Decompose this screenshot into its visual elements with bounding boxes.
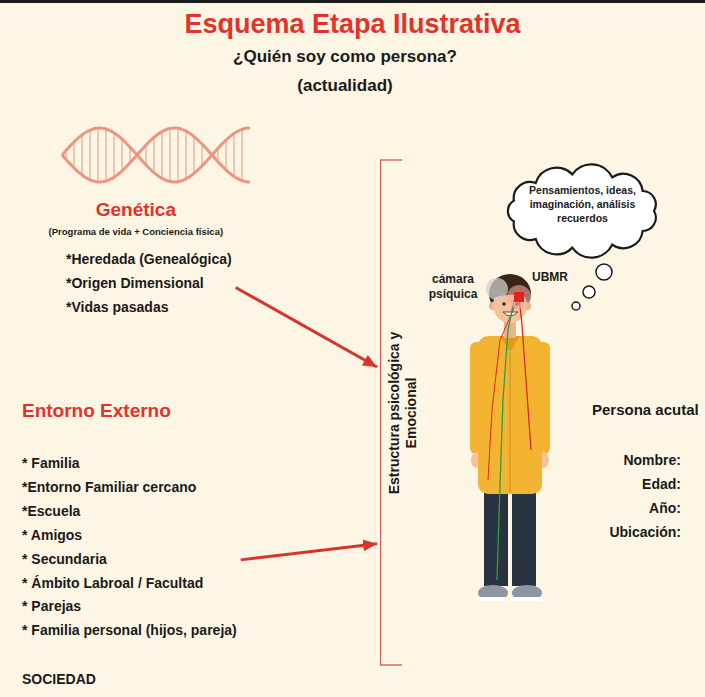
shoe	[512, 585, 542, 601]
node-text: * Parejas	[22, 595, 237, 619]
bracket-tick	[380, 664, 402, 665]
part-label: cámara psíquica	[424, 272, 482, 302]
top-rule	[0, 0, 705, 3]
dna-rung	[193, 137, 194, 174]
dna-rung	[185, 131, 186, 179]
energy-line	[488, 299, 518, 480]
ubmr-glow	[507, 285, 531, 309]
thought-cloud: Pensamientos, ideas, imaginación, anális…	[500, 163, 665, 259]
dna-rung	[177, 128, 178, 181]
cloud-shape	[500, 163, 665, 259]
field-heading: Persona acutal	[592, 401, 699, 419]
dna-rung	[73, 142, 74, 168]
cloud-outline	[508, 164, 656, 257]
eye	[502, 302, 505, 305]
field-label: Edad:	[642, 476, 681, 493]
dna-rung	[169, 128, 170, 181]
thought-bubble	[583, 286, 595, 298]
shoe	[478, 585, 508, 601]
node-text: *Heredada (Genealógica)	[40, 247, 232, 271]
node-text: * Secundaria	[22, 548, 237, 572]
dna-rung	[121, 139, 122, 171]
sole	[478, 597, 508, 601]
dna-strand	[62, 128, 250, 182]
dna-rung	[241, 129, 242, 180]
ubmr-dot	[514, 292, 524, 302]
thought-bubble	[572, 302, 580, 310]
node-text: * Familia	[22, 452, 237, 476]
jacket-seam	[509, 352, 511, 492]
structure-bracket: Estructura psicológica y Emocional	[380, 160, 424, 665]
dna-rung	[201, 144, 202, 166]
node-text: * Familia personal (hijos, pareja)	[22, 619, 237, 643]
person-figure	[470, 274, 550, 601]
page-title: Esquema Etapa Ilustrativa	[0, 9, 705, 40]
subtitle: (actualidad)	[0, 76, 690, 96]
node-text: (Programa de vida + Conciencia física)	[40, 225, 232, 238]
field-label: Nombre:	[623, 452, 681, 469]
group-label: SOCIEDAD	[22, 671, 96, 688]
energy-line	[519, 297, 531, 450]
dna-helix	[62, 128, 250, 182]
dna-rung	[97, 128, 98, 182]
sole	[512, 597, 542, 601]
node-heading: Pensamientos, ideas, imaginación, anális…	[524, 183, 641, 225]
thought-bubble	[596, 264, 612, 280]
node-text: *Entorno Familiar cercano	[22, 476, 237, 500]
dna-rung	[145, 145, 146, 165]
node-text: * Amigos	[22, 524, 237, 548]
part-label: UBMR	[532, 270, 568, 285]
leg	[484, 488, 508, 586]
collar	[500, 336, 520, 352]
dna-rung	[89, 130, 90, 180]
node-heading: Entorno Externo	[22, 398, 237, 424]
field-label: Año:	[649, 500, 681, 517]
text-group: Genética (Programa de vida + Conciencia f…	[40, 198, 232, 319]
node-text: *Origen Dimensional	[40, 271, 232, 295]
dna-rung	[105, 129, 106, 181]
node-text: * Ámbito Labroal / Facultad	[22, 572, 237, 596]
node-heading: Genética	[40, 198, 232, 222]
dna-rung	[81, 135, 82, 175]
node-text: *Escuela	[22, 500, 237, 524]
field-label: Ubicación:	[609, 524, 681, 541]
dna-rung	[233, 133, 234, 176]
dna-rung	[225, 140, 226, 170]
leg	[512, 488, 536, 586]
psychic-camera	[486, 278, 508, 300]
arrow-connector	[236, 288, 377, 368]
node-text: *Vidas pasadas	[40, 295, 232, 319]
energy-line	[497, 300, 514, 580]
subtitle: ¿Quién soy como persona?	[0, 47, 690, 67]
node-heading: Estructura psicológica y Emocional	[386, 308, 420, 518]
dna-rung	[153, 137, 154, 172]
jacket	[478, 336, 542, 494]
text-group: Entorno Externo * Familia*Entorno Familia…	[22, 398, 237, 643]
arrow-connector	[241, 544, 377, 560]
dna-rung	[161, 132, 162, 179]
dna-rung	[113, 133, 114, 177]
dna-strand	[62, 128, 250, 182]
